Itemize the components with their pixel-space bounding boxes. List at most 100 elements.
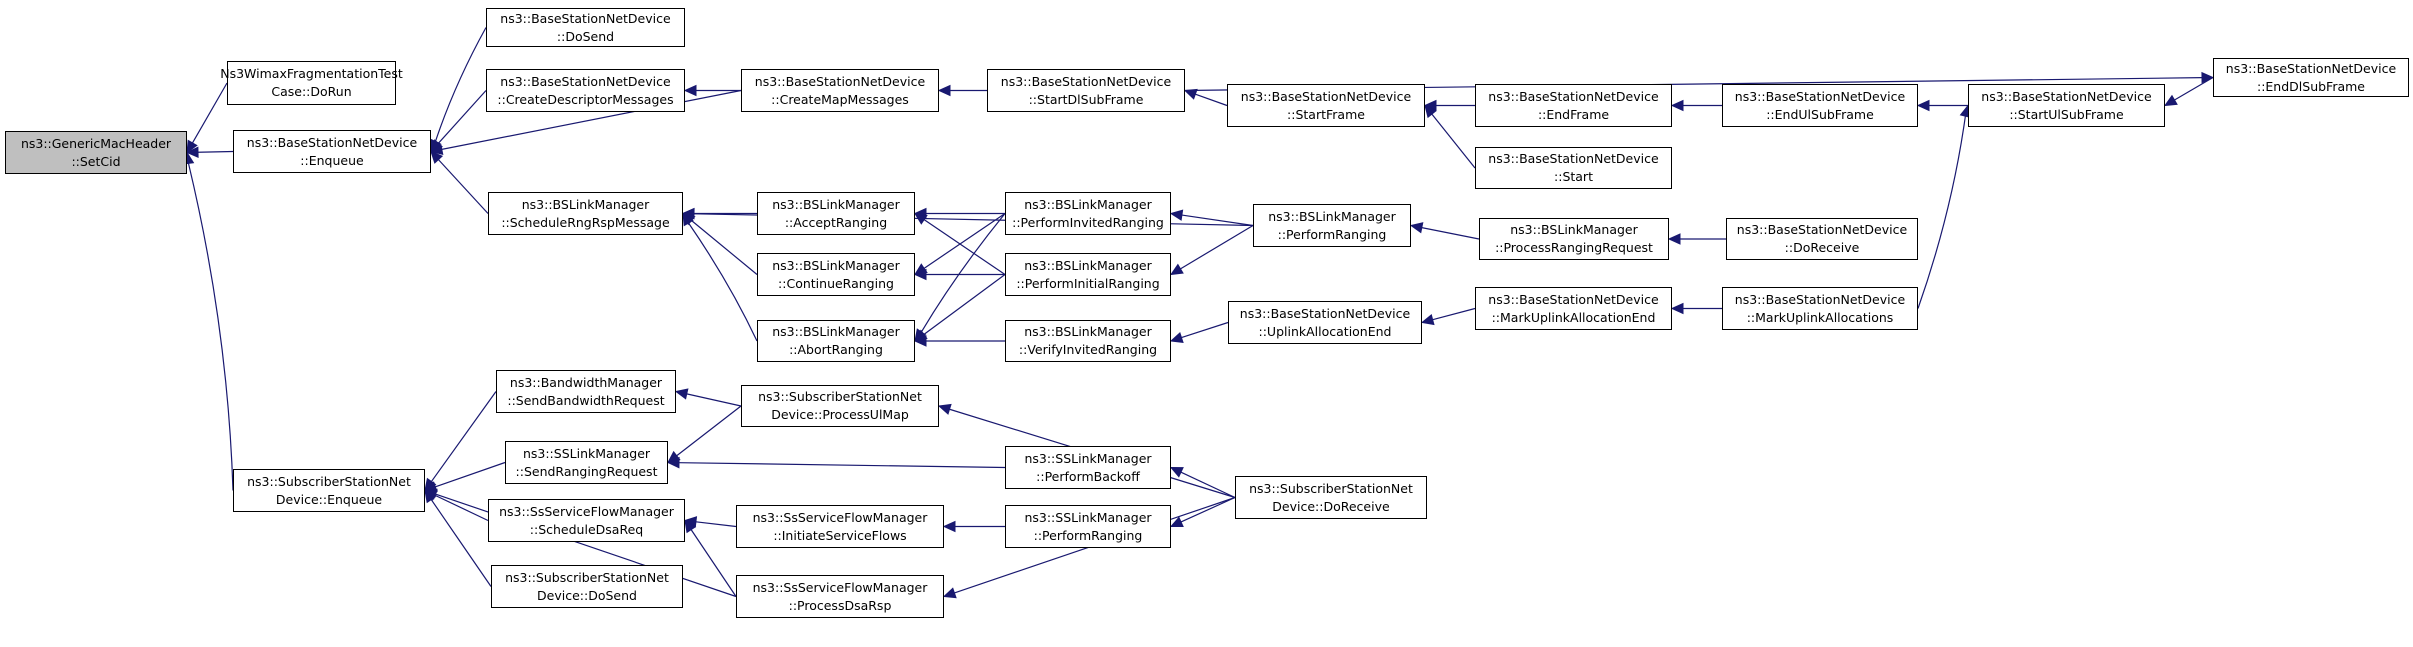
edge-bslm-schedrng-to-bsnd-enqueue — [438, 159, 489, 214]
node-label-line: ns3::BSLinkManager — [1510, 222, 1638, 237]
node-label-line: ::UplinkAllocationEnd — [1258, 323, 1392, 339]
edge-bsnd-dosend-to-bsnd-enqueue — [434, 27, 487, 142]
node-label-line: ns3::SubscriberStationNet — [247, 473, 411, 489]
edge-arrowhead — [430, 150, 444, 164]
node-bslm-verify[interactable]: ns3::BSLinkManager::VerifyInvitedRanging — [1005, 320, 1171, 362]
node-label-line: ns3::BaseStationNetDevice — [500, 73, 671, 89]
node-label-line: Device::ProcessUlMap — [771, 407, 909, 422]
node-bsnd-uplinkend[interactable]: ns3::BaseStationNetDevice::UplinkAllocat… — [1228, 301, 1422, 344]
edge-arrowhead — [681, 207, 695, 220]
node-bslm-accept[interactable]: ns3::BSLinkManager::AcceptRanging — [757, 192, 915, 235]
node-label-line: ns3::BaseStationNetDevice — [1734, 88, 1906, 104]
node-bslm-perfinvited[interactable]: ns3::BSLinkManager::PerformInvitedRangin… — [1005, 192, 1171, 235]
node-label-line: ::Start — [1554, 169, 1593, 184]
node-bsnd-endul[interactable]: ns3::BaseStationNetDevice::EndUlSubFrame — [1722, 84, 1918, 127]
node-label-line: ::ProcessRangingRequest — [1495, 240, 1653, 255]
node-label-line: ns3::SSLinkManager — [522, 445, 651, 461]
node-sslm-perfranging[interactable]: ns3::SSLinkManager::PerformRanging — [1005, 505, 1171, 548]
node-label-line: ::CreateDescriptorMessages — [497, 91, 674, 107]
edge-bsnd-markend-to-bsnd-uplinkend — [1432, 307, 1476, 321]
node-bsnd-markend[interactable]: ns3::BaseStationNetDevice::MarkUplinkAll… — [1475, 287, 1672, 330]
node-label-line: ns3::SsServiceFlowManager — [752, 579, 928, 595]
edge-arrowhead — [185, 146, 199, 159]
node-bslm-continue[interactable]: ns3::BSLinkManager::ContinueRanging — [757, 253, 915, 296]
node-bsnd-markul[interactable]: ns3::BaseStationNetDevice::MarkUplinkAll… — [1722, 287, 1918, 330]
node-label-line: ::StartFrame — [1287, 106, 1365, 122]
node-label-line: ns3::GenericMacHeader — [20, 135, 172, 151]
node-bslm-perfinitial[interactable]: ns3::BSLinkManager::PerformInitialRangin… — [1005, 253, 1171, 296]
node-label-line: ::CreateMapMessages — [771, 91, 909, 107]
node-bsnd-enddl[interactable]: ns3::BaseStationNetDevice::EndDlSubFrame — [2213, 58, 2409, 97]
node-bslm-schedrng[interactable]: ns3::BSLinkManager::ScheduleRngRspMessag… — [488, 192, 683, 235]
node-label-line: ns3::BaseStationNetDevice — [1736, 222, 1908, 237]
node-bsnd-doreceive[interactable]: ns3::BaseStationNetDevice::DoReceive — [1726, 218, 1918, 260]
node-label-line: ns3::BaseStationNetDevice — [2225, 60, 2397, 76]
node-label-line: ns3::BaseStationNetDevice — [1734, 291, 1906, 307]
node-label-line: ns3::BaseStationNetDevice — [1981, 88, 2152, 104]
node-bsnd-startframe[interactable]: ns3::BaseStationNetDevice::StartFrame — [1227, 84, 1425, 127]
node-bslm-abort[interactable]: ns3::BSLinkManager::AbortRanging — [757, 320, 915, 362]
node-label-line: ::Enqueue — [300, 152, 364, 168]
node-label-line: ::InitiateServiceFlows — [773, 527, 907, 543]
edge-arrowhead — [1424, 104, 1437, 119]
node-label-line: ::PerformInitialRanging — [1016, 275, 1160, 291]
edge-sssfm-scheddsa-to-ssnd-enqueue — [434, 494, 489, 522]
node-bsnd-endframe[interactable]: ns3::BaseStationNetDevice::EndFrame — [1475, 84, 1672, 127]
node-label-line: ns3::SubscriberStationNet — [758, 389, 922, 404]
edge-bsnd-enddl-to-bsnd-startul — [2174, 76, 2214, 101]
node-label-line: ns3::BSLinkManager — [1024, 257, 1152, 273]
node-bwm-sendbw[interactable]: ns3::BandwidthManager::SendBandwidthRequ… — [496, 370, 676, 413]
node-bsnd-startul[interactable]: ns3::BaseStationNetDevice::StartUlSubFra… — [1968, 84, 2165, 127]
node-label-line: ns3::BSLinkManager — [772, 257, 900, 273]
node-sssfm-processdsa[interactable]: ns3::SsServiceFlowManager::ProcessDsaRsp — [736, 575, 944, 618]
node-label-line: ::SendBandwidthRequest — [507, 392, 665, 408]
node-label-line: Ns3WimaxFragmentationTest — [220, 66, 403, 81]
node-sssfm-initiate[interactable]: ns3::SsServiceFlowManager::InitiateServi… — [736, 505, 944, 548]
edge-bsnd-createdesc-to-bsnd-enqueue — [437, 90, 487, 144]
node-label-line: ns3::BaseStationNetDevice — [1488, 88, 1659, 104]
edge-arrowhead — [937, 403, 952, 415]
node-label-line: ns3::SsServiceFlowManager — [752, 509, 928, 525]
node-label-line: Device::Enqueue — [275, 491, 383, 507]
node-setcid[interactable]: ns3::GenericMacHeader::SetCid — [5, 131, 187, 174]
node-label-line: ::ProcessDsaRsp — [788, 597, 892, 613]
edge-ssnd-doreceive-to-sslm-perfranging — [1180, 496, 1236, 523]
node-label-line: ::MarkUplinkAllocationEnd — [1491, 309, 1656, 325]
node-bsnd-createdesc[interactable]: ns3::BaseStationNetDevice::CreateDescrip… — [486, 69, 685, 112]
node-label-line: ::ScheduleRngRspMessage — [501, 214, 670, 230]
node-bsnd-createmap[interactable]: ns3::BaseStationNetDevice::CreateMapMess… — [741, 69, 939, 112]
edge-sslm-sendrng-to-ssnd-enqueue — [435, 461, 506, 488]
node-label-line: ::EndDlSubFrame — [2256, 78, 2365, 94]
node-bsnd-startdl[interactable]: ns3::BaseStationNetDevice::StartDlSubFra… — [987, 69, 1185, 112]
edge-arrowhead — [1667, 233, 1681, 245]
node-label-line: ::AbortRanging — [789, 342, 883, 357]
node-sslm-backoff[interactable]: ns3::SSLinkManager::PerformBackoff — [1005, 446, 1171, 489]
edge-arrowhead — [1670, 99, 1684, 112]
node-label-line: ns3::BSLinkManager — [772, 196, 900, 212]
node-label-line: ns3::BaseStationNetDevice — [1239, 305, 1411, 321]
node-bsnd-dosend[interactable]: ns3::BaseStationNetDevice::DoSend — [486, 8, 685, 47]
node-sssfm-scheddsa[interactable]: ns3::SsServiceFlowManager::ScheduleDsaRe… — [488, 499, 685, 542]
node-label-line: ns3::BaseStationNetDevice — [1488, 151, 1659, 166]
node-label-line: ::PerformRanging — [1277, 226, 1387, 242]
edge-arrowhead — [666, 456, 680, 469]
node-bsnd-start[interactable]: ns3::BaseStationNetDevice::Start — [1475, 147, 1672, 189]
node-bslm-processrng[interactable]: ns3::BSLinkManager::ProcessRangingReques… — [1479, 218, 1669, 260]
node-sslm-sendrng[interactable]: ns3::SSLinkManager::SendRangingRequest — [505, 441, 668, 484]
edge-bwm-sendbw-to-ssnd-enqueue — [430, 391, 497, 482]
edge-arrowhead — [1169, 466, 1184, 478]
edge-bslm-perfranging-to-bslm-perfinitial — [1180, 224, 1254, 270]
node-bsnd-enqueue[interactable]: ns3::BaseStationNetDevice::Enqueue — [233, 130, 431, 173]
node-label-line: ns3::SubscriberStationNet — [1249, 480, 1413, 496]
edge-bslm-perfinvited-to-bslm-continue — [923, 213, 1006, 269]
edge-ns3wimax-to-setcid — [191, 82, 228, 144]
node-bslm-perfranging[interactable]: ns3::BSLinkManager::PerformRanging — [1253, 204, 1411, 247]
edge-bsnd-uplinkend-to-bslm-verify — [1181, 321, 1229, 339]
node-label-line: ::EndUlSubFrame — [1766, 106, 1874, 122]
